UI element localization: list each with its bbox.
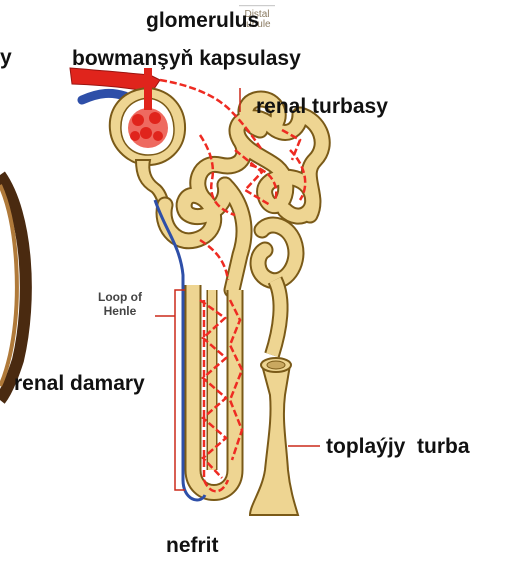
left-stub-label: y	[0, 47, 12, 68]
glomerulus-label: glomerulus	[146, 10, 259, 31]
collecting-duct	[250, 280, 298, 515]
collecting-duct-label: toplaýjy turba	[326, 436, 470, 457]
loop-of-henle-line2: Henle	[98, 304, 142, 318]
renal-vessel-label: renal damary	[14, 373, 145, 394]
kidney-section	[0, 175, 26, 400]
loop-of-henle-line1: Loop of	[98, 290, 142, 304]
renal-tube-label: renal turbasy	[256, 96, 388, 117]
nephron-caption: nefrit	[166, 535, 219, 556]
bowman-capsule-label: bowmanşyň kapsulasy	[72, 48, 301, 69]
convoluted-tubule	[164, 99, 322, 290]
efferent-vein	[82, 93, 125, 100]
loop-of-henle-label: Loop of Henle	[98, 290, 142, 318]
